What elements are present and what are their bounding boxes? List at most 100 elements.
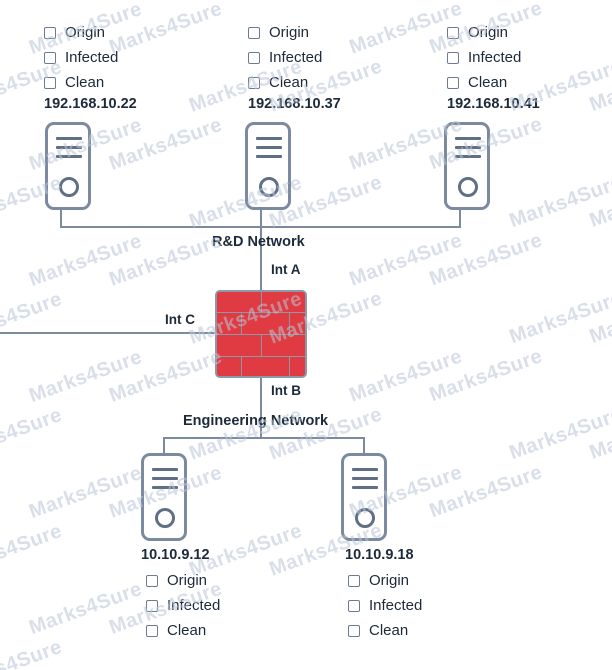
server-icon-192-168-10-22[interactable]: [45, 122, 91, 210]
checkbox-clean[interactable]: [248, 76, 260, 89]
checkbox-label-origin: Origin: [468, 24, 509, 41]
watermark-text: Marks4SureMarks4SureMarks4SureMarks4Sure…: [0, 0, 612, 2]
checkbox-row-origin[interactable]: Origin: [146, 568, 220, 593]
wire-int-c: [0, 332, 215, 334]
checkbox-row-infected[interactable]: Infected: [348, 593, 422, 618]
checkbox-label-origin: Origin: [369, 572, 410, 589]
network-label-engineering: Engineering Network: [183, 413, 329, 429]
checkbox-clean[interactable]: [447, 76, 459, 89]
checkbox-row-infected[interactable]: Infected: [44, 45, 118, 70]
server-vent-line: [455, 155, 481, 158]
server-vent-line: [352, 486, 378, 489]
server-vent-line: [56, 146, 82, 149]
checkbox-row-clean[interactable]: Clean: [447, 70, 521, 95]
brick: [289, 356, 305, 376]
checkbox-group-10-10-9-18: Origin Infected Clean: [348, 568, 422, 643]
wire-drop-host4: [163, 437, 165, 455]
ip-label-192-168-10-41: 192.168.10.41: [447, 96, 540, 112]
server-icon-192-168-10-41[interactable]: [444, 122, 490, 210]
checkbox-row-origin[interactable]: Origin: [248, 20, 322, 45]
brick: [241, 312, 291, 336]
server-power-icon: [259, 177, 279, 197]
brick: [241, 356, 291, 376]
wire-drop-host5: [363, 437, 365, 455]
server-vent-line: [152, 477, 178, 480]
ip-label-192-168-10-22: 192.168.10.22: [44, 96, 137, 112]
checkbox-row-clean[interactable]: Clean: [248, 70, 322, 95]
checkbox-label-infected: Infected: [167, 597, 221, 614]
checkbox-clean[interactable]: [146, 624, 158, 637]
checkbox-infected[interactable]: [146, 599, 158, 612]
brick: [289, 312, 305, 336]
wire-drop-host2: [260, 210, 262, 228]
server-vent-line: [352, 477, 378, 480]
checkbox-group-10-10-9-12: Origin Infected Clean: [146, 568, 220, 643]
server-icon-10-10-9-18[interactable]: [341, 453, 387, 541]
server-icon-10-10-9-12[interactable]: [141, 453, 187, 541]
checkbox-label-infected: Infected: [65, 49, 119, 66]
server-icon-192-168-10-37[interactable]: [245, 122, 291, 210]
wire-firewall-to-engineering: [260, 378, 262, 437]
wire-drop-host1: [60, 210, 62, 228]
server-vent-line: [352, 468, 378, 471]
checkbox-row-infected[interactable]: Infected: [146, 593, 220, 618]
checkbox-label-infected: Infected: [369, 597, 423, 614]
server-power-icon: [155, 508, 175, 528]
checkbox-label-clean: Clean: [369, 622, 409, 639]
checkbox-row-clean[interactable]: Clean: [44, 70, 118, 95]
checkbox-origin[interactable]: [348, 574, 360, 587]
server-vent-line: [56, 137, 82, 140]
wire-bus-engineering-network: [163, 437, 364, 439]
server-vent-line: [256, 137, 282, 140]
brick: [217, 334, 263, 358]
network-label-rd: R&D Network: [212, 234, 305, 250]
checkbox-group-192-168-10-37: Origin Infected Clean: [248, 20, 322, 95]
checkbox-infected[interactable]: [248, 51, 260, 64]
checkbox-row-clean[interactable]: Clean: [348, 618, 422, 643]
checkbox-clean[interactable]: [44, 76, 56, 89]
checkbox-label-clean: Clean: [65, 74, 105, 91]
checkbox-infected[interactable]: [348, 599, 360, 612]
checkbox-origin[interactable]: [447, 26, 459, 39]
checkbox-infected[interactable]: [44, 51, 56, 64]
checkbox-origin[interactable]: [146, 574, 158, 587]
interface-label-int-c: Int C: [165, 312, 195, 327]
checkbox-row-clean[interactable]: Clean: [146, 618, 220, 643]
checkbox-origin[interactable]: [44, 26, 56, 39]
checkbox-row-origin[interactable]: Origin: [44, 20, 118, 45]
interface-label-int-a: Int A: [271, 262, 301, 277]
server-vent-line: [455, 146, 481, 149]
checkbox-label-origin: Origin: [167, 572, 208, 589]
brick: [217, 356, 243, 376]
firewall-icon[interactable]: [215, 290, 307, 378]
checkbox-label-infected: Infected: [468, 49, 522, 66]
checkbox-label-infected: Infected: [269, 49, 323, 66]
checkbox-label-clean: Clean: [269, 74, 309, 91]
server-power-icon: [355, 508, 375, 528]
server-vent-line: [56, 155, 82, 158]
ip-label-10-10-9-18: 10.10.9.18: [345, 547, 414, 563]
server-vent-line: [152, 468, 178, 471]
brick: [261, 334, 305, 358]
checkbox-row-origin[interactable]: Origin: [447, 20, 521, 45]
server-vent-line: [455, 137, 481, 140]
checkbox-label-clean: Clean: [167, 622, 207, 639]
checkbox-origin[interactable]: [248, 26, 260, 39]
checkbox-row-origin[interactable]: Origin: [348, 568, 422, 593]
checkbox-row-infected[interactable]: Infected: [447, 45, 521, 70]
checkbox-group-192-168-10-22: Origin Infected Clean: [44, 20, 118, 95]
checkbox-label-origin: Origin: [65, 24, 106, 41]
wire-drop-host3: [459, 210, 461, 228]
checkbox-label-origin: Origin: [269, 24, 310, 41]
brick: [261, 292, 305, 314]
checkbox-row-infected[interactable]: Infected: [248, 45, 322, 70]
server-vent-line: [152, 486, 178, 489]
watermark-text: Marks4SureMarks4SureMarks4SureMarks4Sure…: [0, 402, 612, 670]
checkbox-infected[interactable]: [447, 51, 459, 64]
checkbox-group-192-168-10-41: Origin Infected Clean: [447, 20, 521, 95]
server-power-icon: [458, 177, 478, 197]
checkbox-clean[interactable]: [348, 624, 360, 637]
server-vent-line: [256, 146, 282, 149]
ip-label-10-10-9-12: 10.10.9.12: [141, 547, 210, 563]
